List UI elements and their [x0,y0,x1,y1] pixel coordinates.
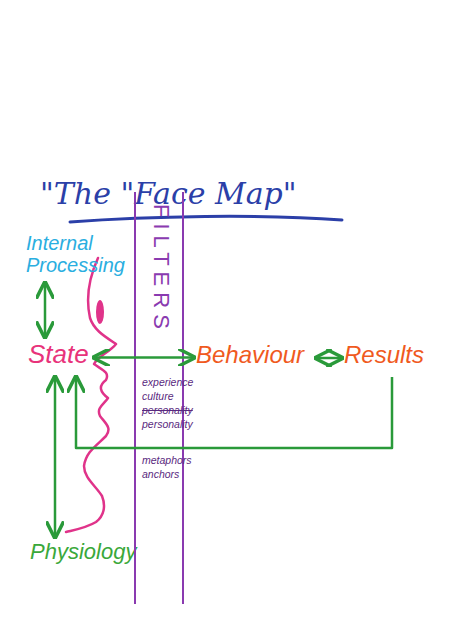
filter-item: culture [142,390,174,403]
node-text: Internal Processing [26,232,136,276]
filters-band: FILTERSexperienceculturepersonalityperso… [134,192,184,604]
face-profile [66,258,116,532]
green-arrow [94,356,194,359]
face-eye [96,300,104,324]
filter-item: anchors [142,468,179,481]
green-arrow [76,377,392,448]
state-label: State [28,340,92,374]
filter-item: personality [142,404,193,417]
filter-item: personality [142,418,193,431]
node-text: Behaviour [196,342,314,368]
node-text: State [28,340,92,369]
results-label: Results [344,342,440,374]
physiology-label: Physiology [30,540,140,574]
green-arrow [316,357,342,360]
filter-item: experience [142,376,193,389]
filters-heading: FILTERS [148,204,174,335]
diagram-title: "The "Face Map" [40,176,360,211]
behaviour-label: Behaviour [196,342,314,374]
node-text: Results [344,342,440,368]
filter-item: metaphors [142,454,192,467]
internal-processing-label: Internal Processing [26,232,136,280]
node-text: Physiology [30,540,140,564]
title-underline [70,216,342,222]
green-arrow [54,377,57,537]
green-arrow [44,283,47,337]
